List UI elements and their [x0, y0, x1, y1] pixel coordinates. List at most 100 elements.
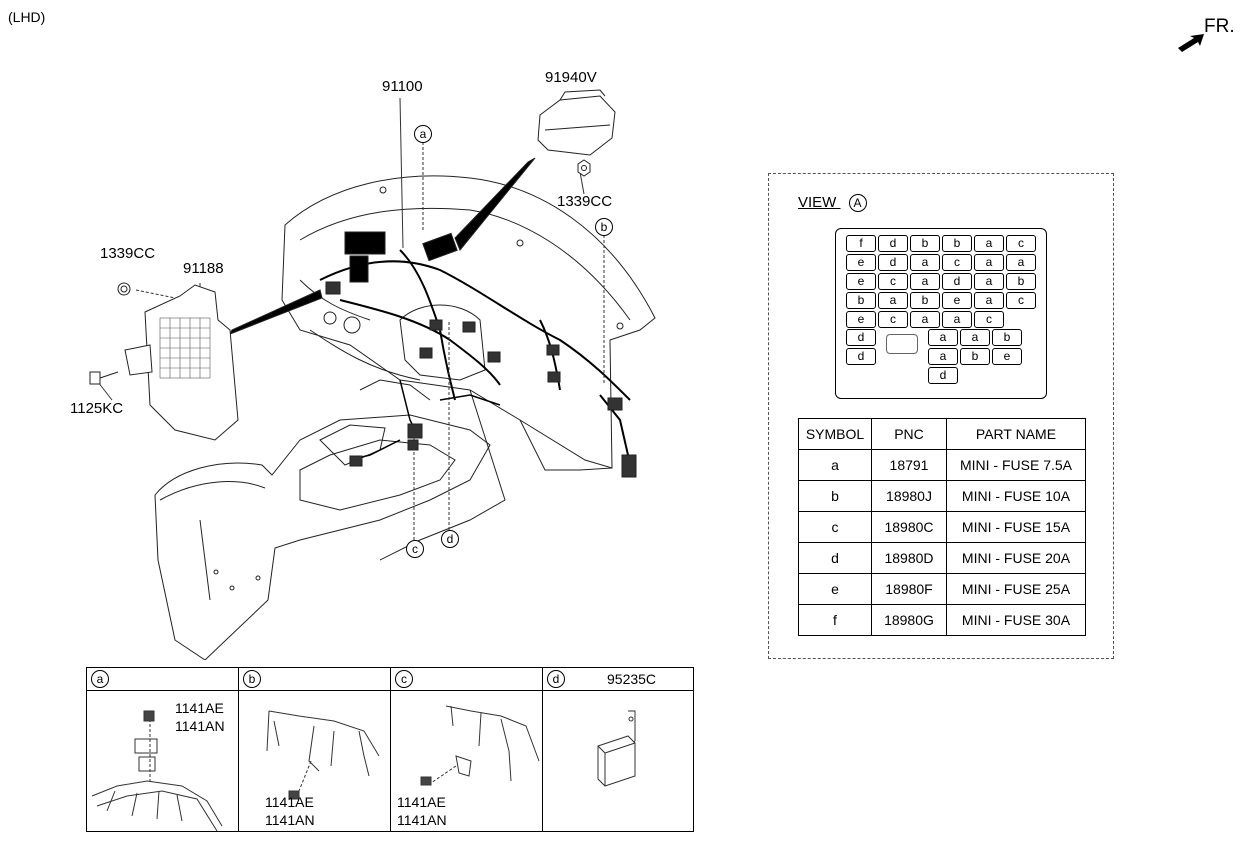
fuse-slot: d [878, 254, 908, 271]
dashboard-wiring-drawing [89, 89, 656, 660]
detail-a-marker: a [91, 670, 109, 688]
front-arrow-icon [1178, 34, 1204, 52]
detail-d-part: 95235C [607, 671, 657, 687]
fuse-slot: a [1006, 254, 1036, 271]
marker-b: b [595, 218, 613, 236]
fuse-slot: b [960, 348, 990, 365]
fuse-slot: d [846, 329, 876, 346]
front-direction-label: FR. [1204, 16, 1235, 37]
fuse-slot: b [910, 235, 940, 252]
fuse-slot: d [942, 273, 972, 290]
fuse-slot: c [878, 273, 908, 290]
legend-header-pnc: PNC [871, 418, 947, 450]
detail-d-marker: d [547, 670, 565, 688]
callout-nut-top: 1339CC [557, 193, 613, 210]
fuse-slot: c [1006, 292, 1036, 309]
legend-symbol: a [798, 449, 872, 481]
legend-symbol: f [798, 604, 872, 636]
fuse-slot: c [1006, 235, 1036, 252]
legend-symbol: b [798, 480, 872, 512]
legend-pnc: 18980D [871, 542, 947, 574]
detail-b: b 1141AE 1141AN [239, 668, 391, 831]
detail-b-marker: b [243, 670, 261, 688]
legend-row: c 18980C MINI - FUSE 15A [798, 511, 1086, 543]
legend-part-name: MINI - FUSE 7.5A [946, 449, 1086, 481]
legend-pnc: 18980G [871, 604, 947, 636]
fuse-slot: c [942, 254, 972, 271]
legend-row: b 18980J MINI - FUSE 10A [798, 480, 1086, 512]
fuse-slot: a [974, 235, 1004, 252]
fuse-slot: a [974, 292, 1004, 309]
fuse-slot: e [942, 292, 972, 309]
legend-part-name: MINI - FUSE 20A [946, 542, 1086, 574]
fuse-box-blank-slot [886, 334, 918, 354]
view-marker: A [848, 194, 867, 212]
fuse-slot: d [928, 367, 958, 384]
fuse-slot: a [928, 348, 958, 365]
legend-symbol: e [798, 573, 872, 605]
detail-c-marker: c [395, 670, 413, 688]
detail-b-part1: 1141AE [265, 794, 314, 810]
view-title-text: VIEW [798, 194, 837, 211]
fuse-slot: f [846, 235, 876, 252]
legend-symbol: d [798, 542, 872, 574]
fuse-slot: d [878, 235, 908, 252]
legend-row: d 18980D MINI - FUSE 20A [798, 542, 1086, 574]
detail-b-drawing [266, 710, 380, 800]
legend-pnc: 18980J [871, 480, 947, 512]
legend-row: e 18980F MINI - FUSE 25A [798, 573, 1086, 605]
fuse-slot: b [992, 329, 1022, 346]
legend-symbol: c [798, 511, 872, 543]
legend-part-name: MINI - FUSE 25A [946, 573, 1086, 605]
fuse-slot: d [846, 348, 876, 365]
fuse-slot: b [942, 235, 972, 252]
detail-b-part2: 1141AN [265, 812, 315, 828]
fuse-slot: a [878, 292, 908, 309]
legend-pnc: 18791 [871, 449, 947, 481]
fuse-slot: c [974, 311, 1004, 328]
fuse-slot: a [974, 273, 1004, 290]
fuse-slot: a [910, 254, 940, 271]
front-direction-indicator [1176, 16, 1236, 57]
fuse-slot: a [910, 273, 940, 290]
fuse-slot: b [910, 292, 940, 309]
marker-c: c [406, 540, 424, 558]
legend-part-name: MINI - FUSE 15A [946, 511, 1086, 543]
detail-a-drawing [91, 710, 223, 831]
fuse-slot: e [846, 311, 876, 328]
callout-bolt-left: 1125KC [70, 400, 124, 417]
fuse-slot: b [1006, 273, 1036, 290]
callout-module: 91940V [545, 69, 597, 86]
view-title: VIEW A [798, 194, 867, 212]
legend-part-name: MINI - FUSE 10A [946, 480, 1086, 512]
detail-c: c 1141AE 1141AN [391, 668, 543, 831]
detail-d-drawing [597, 710, 636, 787]
fuse-slot: e [846, 273, 876, 290]
detail-c-drawing [420, 705, 540, 786]
detail-d: d 95235C [543, 668, 693, 831]
fuse-slot: a [928, 329, 958, 346]
fuse-slot: c [878, 311, 908, 328]
legend-pnc: 18980C [871, 511, 947, 543]
detail-a: a 1141AE 1141AN [87, 668, 239, 831]
fuse-legend-table: SYMBOL PNC PART NAME a 18791 MINI - FUSE… [798, 418, 1086, 636]
legend-header-part-name: PART NAME [946, 418, 1086, 450]
detail-panels: a 1141AE 1141AN b 1141AE 1141AN c [86, 667, 694, 832]
detail-c-part2: 1141AN [397, 812, 447, 828]
fuse-slot: e [846, 254, 876, 271]
callout-junction-box: 91188 [183, 260, 224, 277]
fuse-slot: e [992, 348, 1022, 365]
legend-header-symbol: SYMBOL [798, 418, 872, 450]
callout-nut-left: 1339CC [100, 245, 156, 262]
fuse-slot: a [960, 329, 990, 346]
detail-a-part2: 1141AN [175, 718, 225, 734]
view-a-panel [768, 173, 1114, 659]
drive-side-label: (LHD) [8, 9, 46, 25]
marker-a: a [414, 125, 432, 143]
legend-header-row: SYMBOL PNC PART NAME [798, 418, 1086, 450]
legend-row: f 18980G MINI - FUSE 30A [798, 604, 1086, 636]
fuse-slot: a [910, 311, 940, 328]
legend-row: a 18791 MINI - FUSE 7.5A [798, 449, 1086, 481]
legend-part-name: MINI - FUSE 30A [946, 604, 1086, 636]
